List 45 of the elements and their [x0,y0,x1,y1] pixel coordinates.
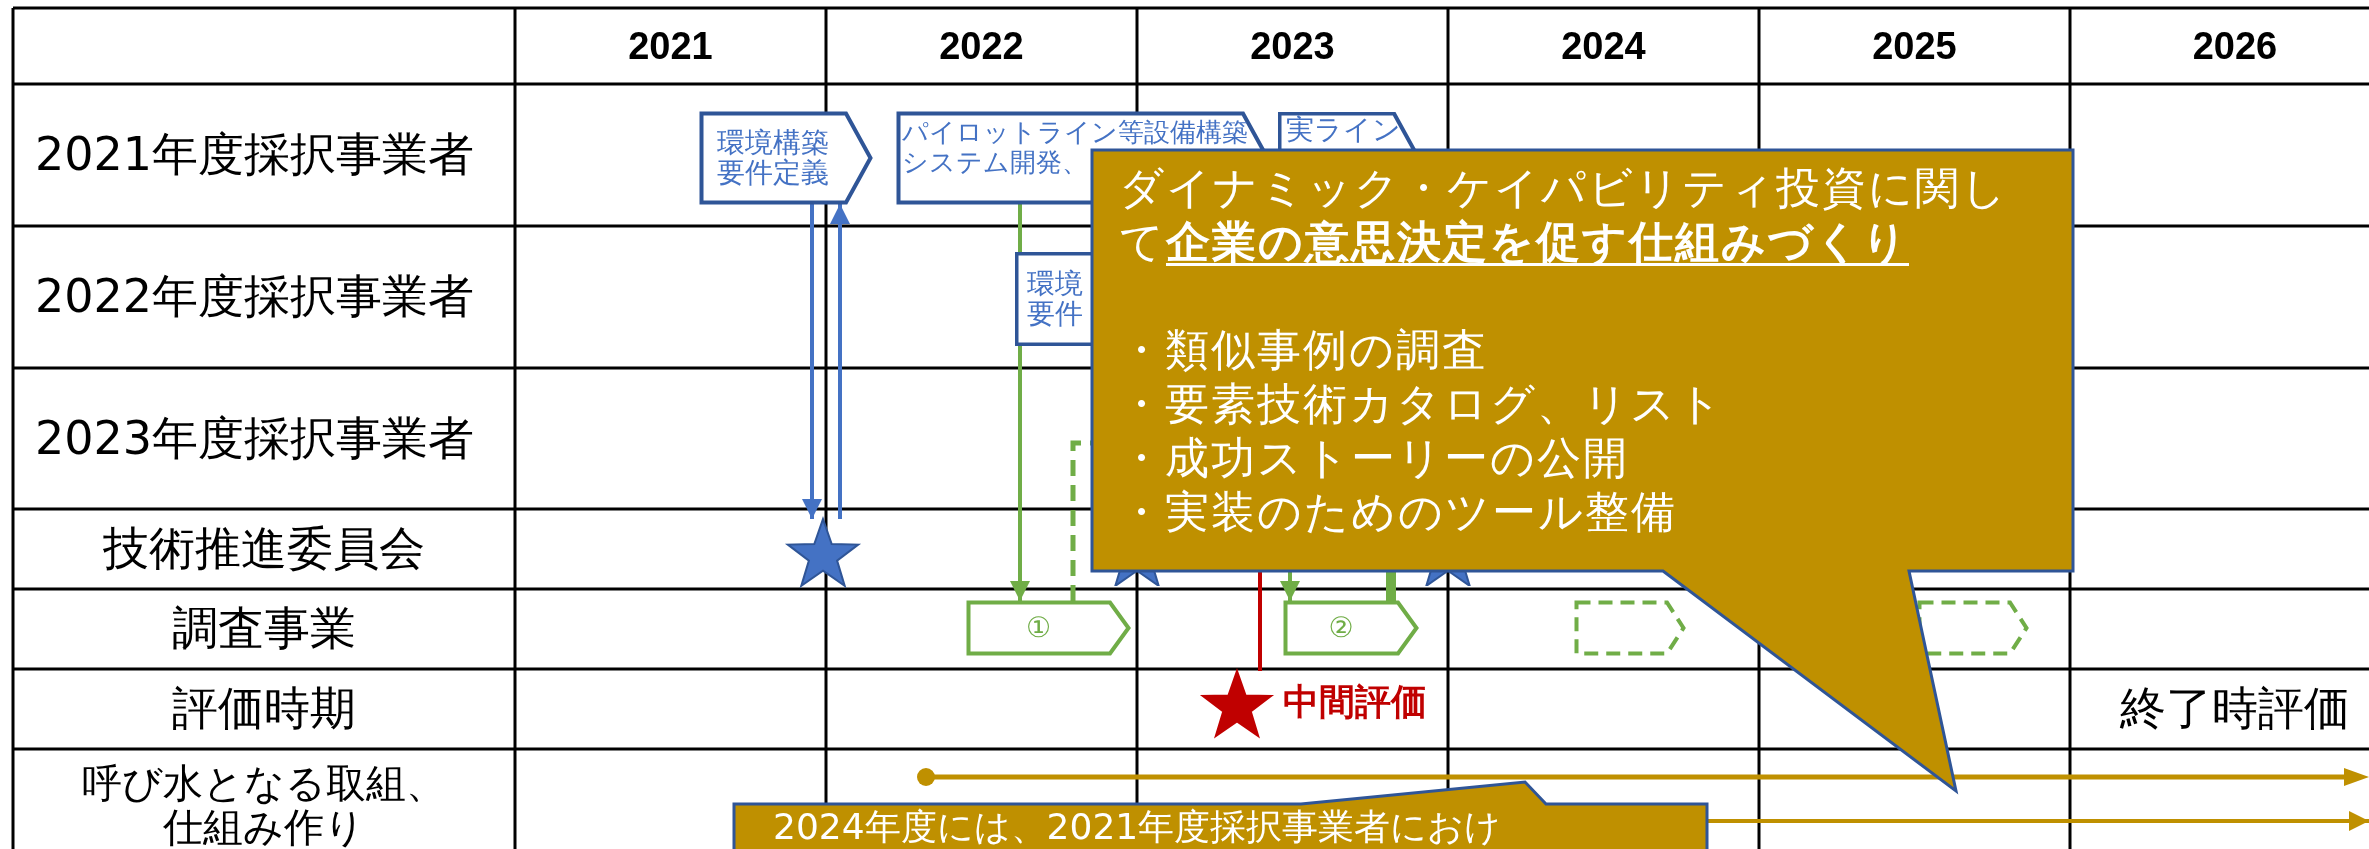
callout-bullet: ・実装のためのツール整備 [1119,485,1678,539]
arrow [1708,811,2369,831]
connector-line [1258,571,1262,671]
year-header: 2022 [939,24,1024,68]
row-label: 2021年度採択事業者 [35,126,475,183]
milestone-label: 終了時評価 [2120,680,2350,737]
row-label: 呼び水となる取組、仕組み作り [81,760,447,849]
callout-bullet: ・成功ストーリーの公開 [1119,431,1630,485]
planned-step-shape [1575,601,1685,655]
process-step [700,112,872,204]
callout-bullet: ・類似事例の調査 [1119,323,1489,377]
year-header: 2024 [1561,24,1646,68]
year-header: 2021 [628,24,713,68]
year-header: 2026 [2192,24,2278,68]
row-label: 技術推進委員会 [103,520,425,577]
step-label: 実ライン [1285,115,1401,145]
connector-line [1386,571,1396,601]
milestone-star [1201,671,1273,737]
step-label: システム開発、 [901,147,1088,177]
row-label: 評価時期 [172,680,356,737]
year-header: 2023 [1250,24,1335,68]
arrow [830,204,850,519]
row-label: 調査事業 [172,600,356,657]
process-step [967,601,1130,655]
callout-text: 2024年度には、2021年度採択事業者におけ [773,807,1502,847]
callout-box [1091,149,2074,792]
year-header: 2025 [1872,24,1957,68]
step-label: 要件 [1026,299,1083,329]
arrow [802,204,822,519]
callout-heading: ダイナミック・ケイパビリティ投資に関して企業の意思決定を促す仕組みづくり [1119,161,2009,269]
row-label: 2023年度採択事業者 [35,409,475,467]
milestone-label: 中間評価 [1283,680,1427,724]
callout-box [733,781,1708,849]
arrow [1280,571,1300,601]
callout-bullet: ・要素技術カタログ、リスト [1119,377,1725,431]
planned-step-shape [1918,601,2028,655]
step-label: パイロットライン等設備構築 [901,117,1248,147]
row-label: 2022年度採択事業者 [35,268,475,325]
step-label: 要件定義 [717,158,829,188]
process-step [1284,601,1418,655]
step-label: 環境 [1026,269,1083,299]
step-label: ② [1328,613,1354,643]
step-label: ① [1025,613,1052,643]
milestone-star [786,519,860,586]
step-label: 環境構築 [717,128,829,158]
